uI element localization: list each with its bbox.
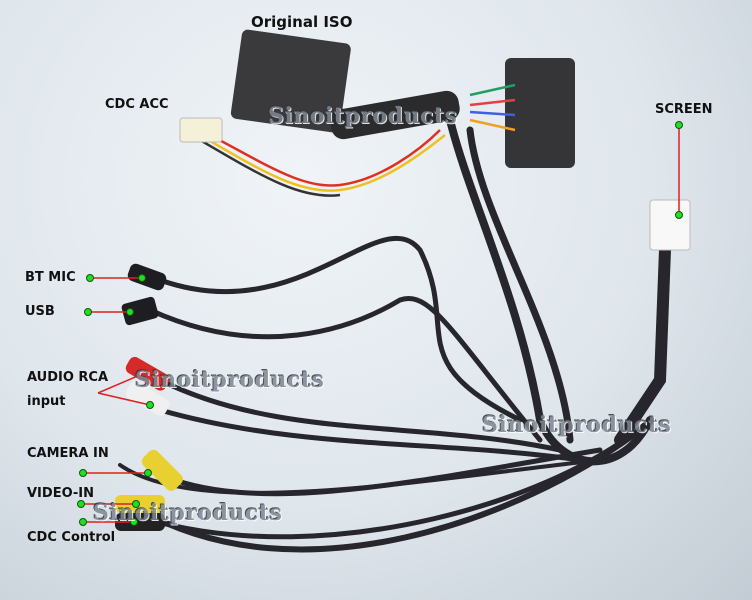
marker bbox=[84, 308, 92, 316]
cable bbox=[157, 235, 523, 423]
cable bbox=[147, 417, 653, 540]
label-audio-rca-input: input bbox=[27, 394, 66, 409]
cable bbox=[614, 244, 671, 446]
rca-white bbox=[125, 381, 170, 416]
rca-black bbox=[115, 513, 165, 531]
marker bbox=[138, 274, 146, 282]
marker bbox=[130, 518, 138, 526]
marker bbox=[79, 469, 87, 477]
marker bbox=[79, 518, 87, 526]
label-screen: SCREEN bbox=[655, 102, 713, 117]
label-camera-in: CAMERA IN bbox=[27, 446, 109, 461]
iso-connector-body bbox=[230, 29, 351, 133]
watermark: Sinoitproducts bbox=[482, 412, 672, 438]
watermark: Sinoitproducts bbox=[268, 103, 458, 129]
label-video-in: VIDEO-IN bbox=[27, 486, 94, 501]
usb-plug bbox=[121, 296, 159, 326]
mic-plug bbox=[127, 263, 167, 291]
label-bt-mic: BT MIC bbox=[25, 270, 76, 285]
marker bbox=[146, 401, 154, 409]
label-cdc-acc: CDC ACC bbox=[105, 97, 169, 112]
label-original-iso: Original ISO bbox=[251, 13, 353, 31]
cable bbox=[466, 126, 574, 444]
cable bbox=[147, 296, 543, 443]
cable bbox=[446, 116, 654, 466]
label-audio-rca: AUDIO RCA bbox=[27, 370, 109, 385]
marker bbox=[144, 469, 152, 477]
watermark: Sinoitproducts bbox=[93, 500, 283, 526]
iso-sleeve bbox=[330, 90, 460, 140]
screen-connector bbox=[649, 199, 691, 251]
marker bbox=[675, 121, 683, 129]
rca-yellow bbox=[141, 449, 183, 491]
marker bbox=[132, 500, 140, 508]
cdc-acc-plug bbox=[179, 117, 223, 143]
label-cdc-control: CDC Control bbox=[27, 530, 116, 545]
cable bbox=[157, 407, 583, 463]
cable bbox=[157, 377, 563, 453]
marker bbox=[86, 274, 94, 282]
rca-red bbox=[125, 356, 170, 391]
watermark: Sinoitproducts bbox=[135, 367, 325, 393]
marker bbox=[77, 500, 85, 508]
marker bbox=[675, 211, 683, 219]
quadlock-connector bbox=[505, 58, 575, 168]
label-usb: USB bbox=[25, 304, 55, 319]
marker bbox=[126, 308, 134, 316]
